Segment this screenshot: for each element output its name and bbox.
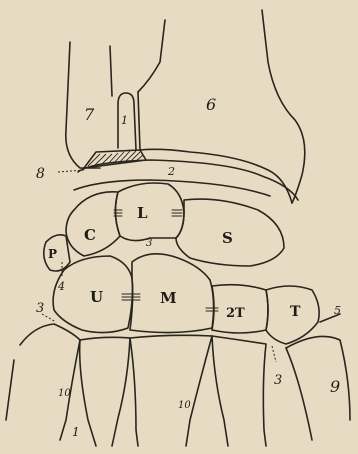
label-joint-right: 5 [334,304,341,317]
label-pisiform: P [48,247,57,261]
label-pisiform-joint-number: 4 [57,280,65,293]
label-unciform: U [90,288,103,306]
label-cartilage-number: 8 [36,166,45,182]
label-trapezium: T [290,304,301,320]
label-interosseous-right: 10 [178,400,191,411]
label-cuneiform: C [84,226,96,244]
label-interosseous-left: 10 [58,388,71,399]
label-scaphoid: S [222,229,233,247]
label-metacarpal-number: 9 [330,377,340,396]
ulna-bone [138,10,305,203]
label-radius-number: 7 [84,105,95,124]
label-ulna-number: 6 [206,95,216,114]
label-bottom-mark: 1 [72,425,80,439]
label-magnum: M [160,289,177,307]
label-fibrocartilage-number: 2 [167,165,175,178]
label-styloid-number: 1 [121,114,128,127]
label-trapezoid: 2T [226,306,245,321]
lunar-bone [115,183,184,241]
metacarpal-bases [6,324,350,446]
label-ligament-small: 3 [146,238,152,249]
label-lunar: L [137,204,148,222]
label-ligament-lower: 3 [274,373,282,388]
fibrocartilage-band [74,160,298,200]
cuneiform-bone [66,192,120,256]
interosseous-ligaments-row1 [114,210,182,216]
label-ligament-left: 3 [36,301,44,316]
